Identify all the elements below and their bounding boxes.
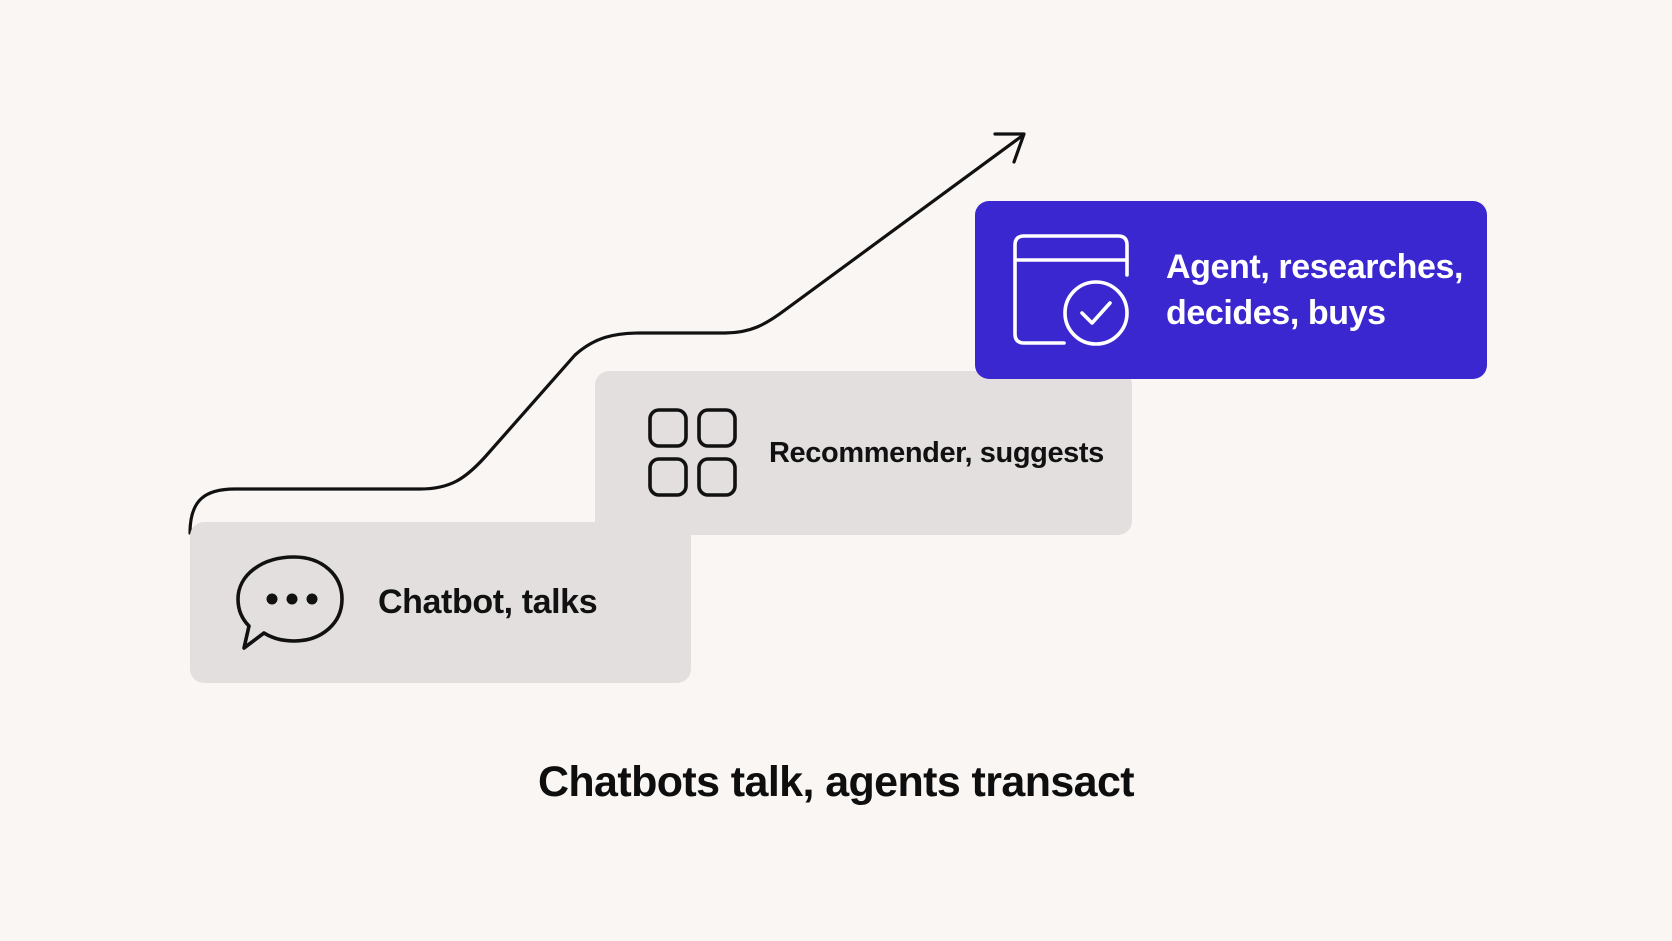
calendar-check-icon	[1013, 234, 1129, 346]
stage-label-recommender: Recommender, suggests	[769, 436, 1104, 469]
stage-card-agent: Agent, researches, decides, buys	[975, 201, 1487, 379]
diagram-caption: Chatbots talk, agents transact	[537, 758, 1135, 806]
stage-card-chatbot: Chatbot, talks	[190, 522, 691, 683]
stage-label-chatbot: Chatbot, talks	[378, 583, 598, 621]
stage-label-agent: Agent, researches, decides, buys	[1166, 248, 1464, 332]
stage-card-recommender: Recommender, suggests	[595, 371, 1132, 535]
grid-icon	[648, 408, 737, 497]
chat-bubble-icon	[236, 554, 344, 650]
